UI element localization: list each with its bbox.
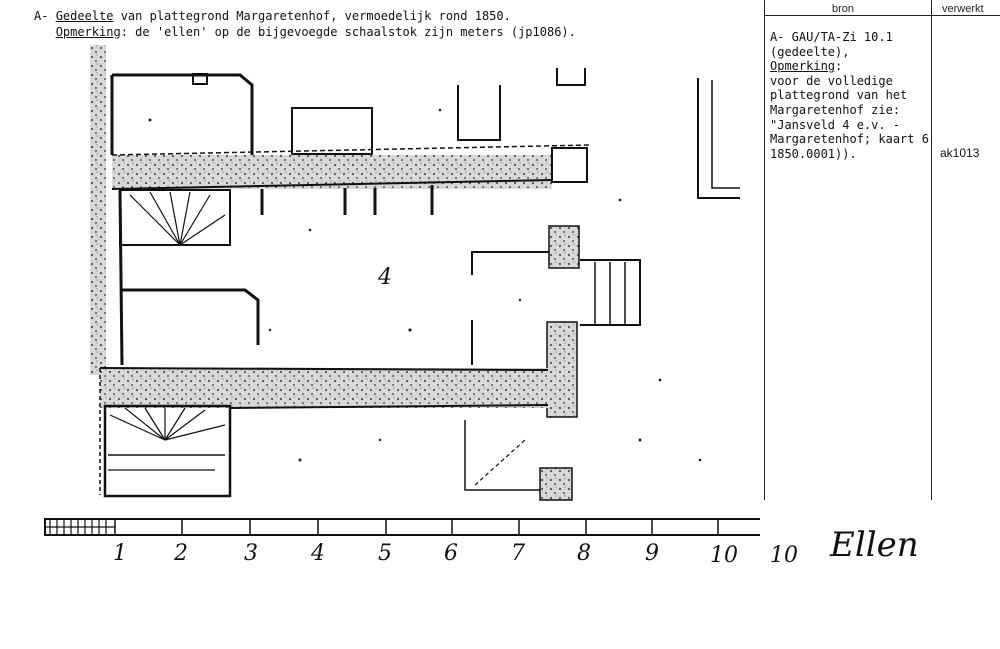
scale-signature: Ellen: [829, 525, 919, 565]
caption-title-underlined: Gedeelte: [55, 9, 114, 23]
header-bron: bron: [832, 3, 855, 15]
lower-staircase: [103, 404, 232, 498]
bron-line: Margaretenhof zie:: [770, 102, 901, 117]
scale-number: 10: [710, 543, 738, 568]
scale-number: 4: [310, 541, 325, 566]
bron-text: A- GAU/TA-Zi 10.1 (gedeelte), Opmerking:…: [770, 30, 929, 161]
scale-end: 10 Ellen: [770, 525, 919, 568]
bron-line: voor de volledige: [770, 73, 893, 88]
right-pillar-lower: [546, 321, 578, 418]
right-pillar-upper: [548, 225, 580, 269]
upper-corridor-bottom: [111, 179, 553, 190]
scale-number: 9: [645, 541, 659, 566]
upper-staircase: [119, 189, 231, 246]
caption-title: van plattegrond Margaretenhof, vermoedel…: [113, 9, 511, 23]
bron-line: (gedeelte),: [770, 44, 850, 59]
top-box: [291, 107, 373, 155]
top-right-box: [457, 85, 501, 141]
caption-prefix: A-: [34, 9, 56, 23]
scale-number: 2: [173, 541, 188, 566]
bron-line: Margaretenhof; kaart 6: [770, 132, 929, 147]
scale-number: 3: [244, 541, 258, 566]
chimney-mark: [192, 73, 208, 85]
bron-line: "Jansveld 4 e.v. -: [770, 117, 901, 132]
bron-remark-underlined: Opmerking: [770, 59, 836, 74]
adjacent-building: [697, 78, 740, 199]
bottom-pillar: [539, 467, 573, 501]
scale-number-ten: 10: [770, 543, 798, 568]
room-label: 4: [377, 265, 392, 290]
upper-corridor-end: [551, 147, 588, 183]
caption-remark: : de 'ellen' op de bijgevoegde schaalsto…: [120, 25, 576, 39]
bron-line: plattegrond van het: [770, 88, 908, 103]
scale-numbers: 1 2 3 4 5 6 7 8 9 10 10: [113, 541, 738, 568]
main-left-wall: [118, 189, 124, 366]
scale-number: 6: [444, 541, 458, 566]
table-column-divider: [931, 0, 932, 500]
floor-plan-drawing: 4: [44, 45, 760, 568]
caption: A- Gedeelte van plattegrond Margaretenho…: [34, 8, 576, 40]
top-room-wall: [112, 73, 254, 155]
lower-corridor: [100, 368, 550, 408]
upper-corridor: [112, 155, 552, 189]
scale-bar: [44, 518, 760, 536]
bron-remark-colon: :: [835, 59, 843, 74]
bron-line: A- GAU/TA-Zi 10.1: [770, 30, 893, 44]
verwerkt-value: ak1013: [940, 146, 980, 160]
scale-number: 5: [378, 541, 392, 566]
bron-line: 1850.0001)).: [770, 146, 857, 161]
left-wall-strip: [90, 45, 106, 375]
scale-number: 1: [113, 541, 127, 566]
middle-room-wall: [120, 288, 260, 345]
table-left-border: [764, 0, 765, 500]
header-verwerkt: verwerkt: [942, 3, 984, 15]
scale-number: 8: [577, 541, 591, 566]
table-header-line: [764, 15, 1000, 16]
top-notch: [556, 68, 586, 86]
caption-remark-underlined: Opmerking: [55, 25, 121, 39]
scale-number: 7: [511, 541, 525, 566]
